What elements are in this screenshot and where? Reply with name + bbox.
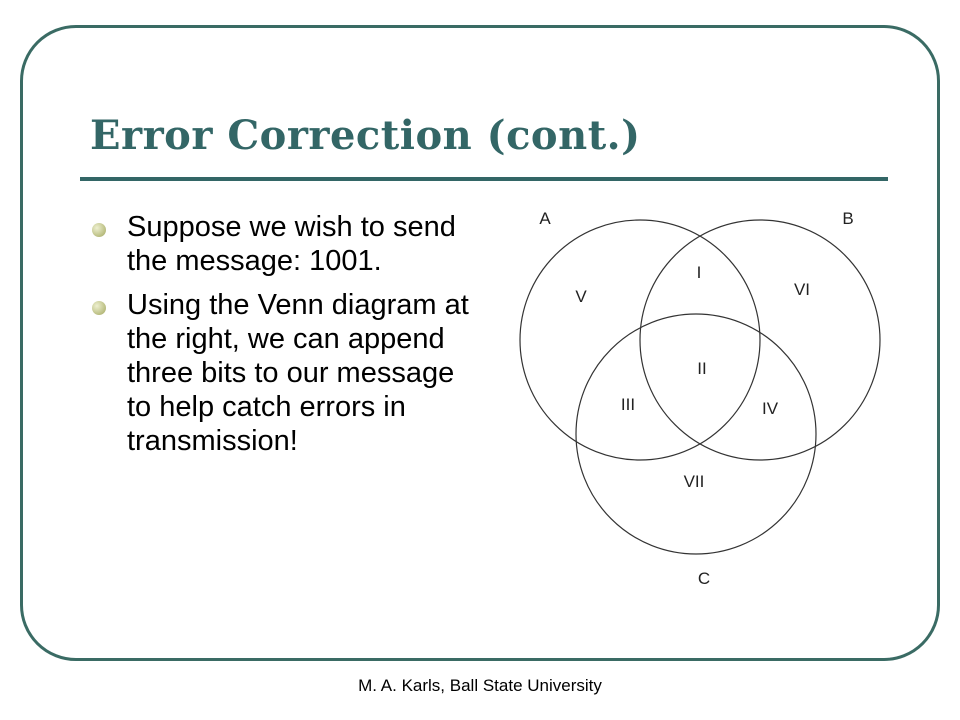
region-label-vii: VII — [684, 472, 705, 491]
region-label-iii: III — [621, 395, 635, 414]
footer-credit: M. A. Karls, Ball State University — [358, 676, 602, 695]
region-label-vi: VI — [794, 280, 810, 299]
bullet-item: Suppose we wish to send the message: 100… — [92, 210, 482, 278]
bullet-list: Suppose we wish to send the message: 100… — [92, 210, 482, 468]
bullet-item: Using the Venn diagram at the right, we … — [92, 288, 482, 458]
venn-circle-c — [575, 313, 817, 555]
bullet-text: Suppose we wish to send the message: 100… — [127, 211, 456, 277]
venn-circle-a — [519, 219, 761, 461]
bullet-dot-icon — [92, 301, 106, 315]
slide-title: Error Correction (cont.) — [90, 112, 641, 159]
bullet-dot-icon — [92, 223, 106, 237]
set-label-c: C — [698, 569, 710, 588]
venn-diagram: A B C I II III IV V VI VII — [519, 209, 881, 588]
region-label-ii: II — [697, 359, 706, 378]
region-label-iv: IV — [762, 399, 779, 418]
region-label-v: V — [575, 287, 587, 306]
set-label-a: A — [539, 209, 551, 228]
region-label-i: I — [697, 263, 702, 282]
venn-circle-b — [639, 219, 881, 461]
set-label-b: B — [842, 209, 853, 228]
slide-frame — [20, 25, 940, 661]
title-underline — [80, 177, 888, 181]
bullet-text: Using the Venn diagram at the right, we … — [127, 289, 469, 457]
